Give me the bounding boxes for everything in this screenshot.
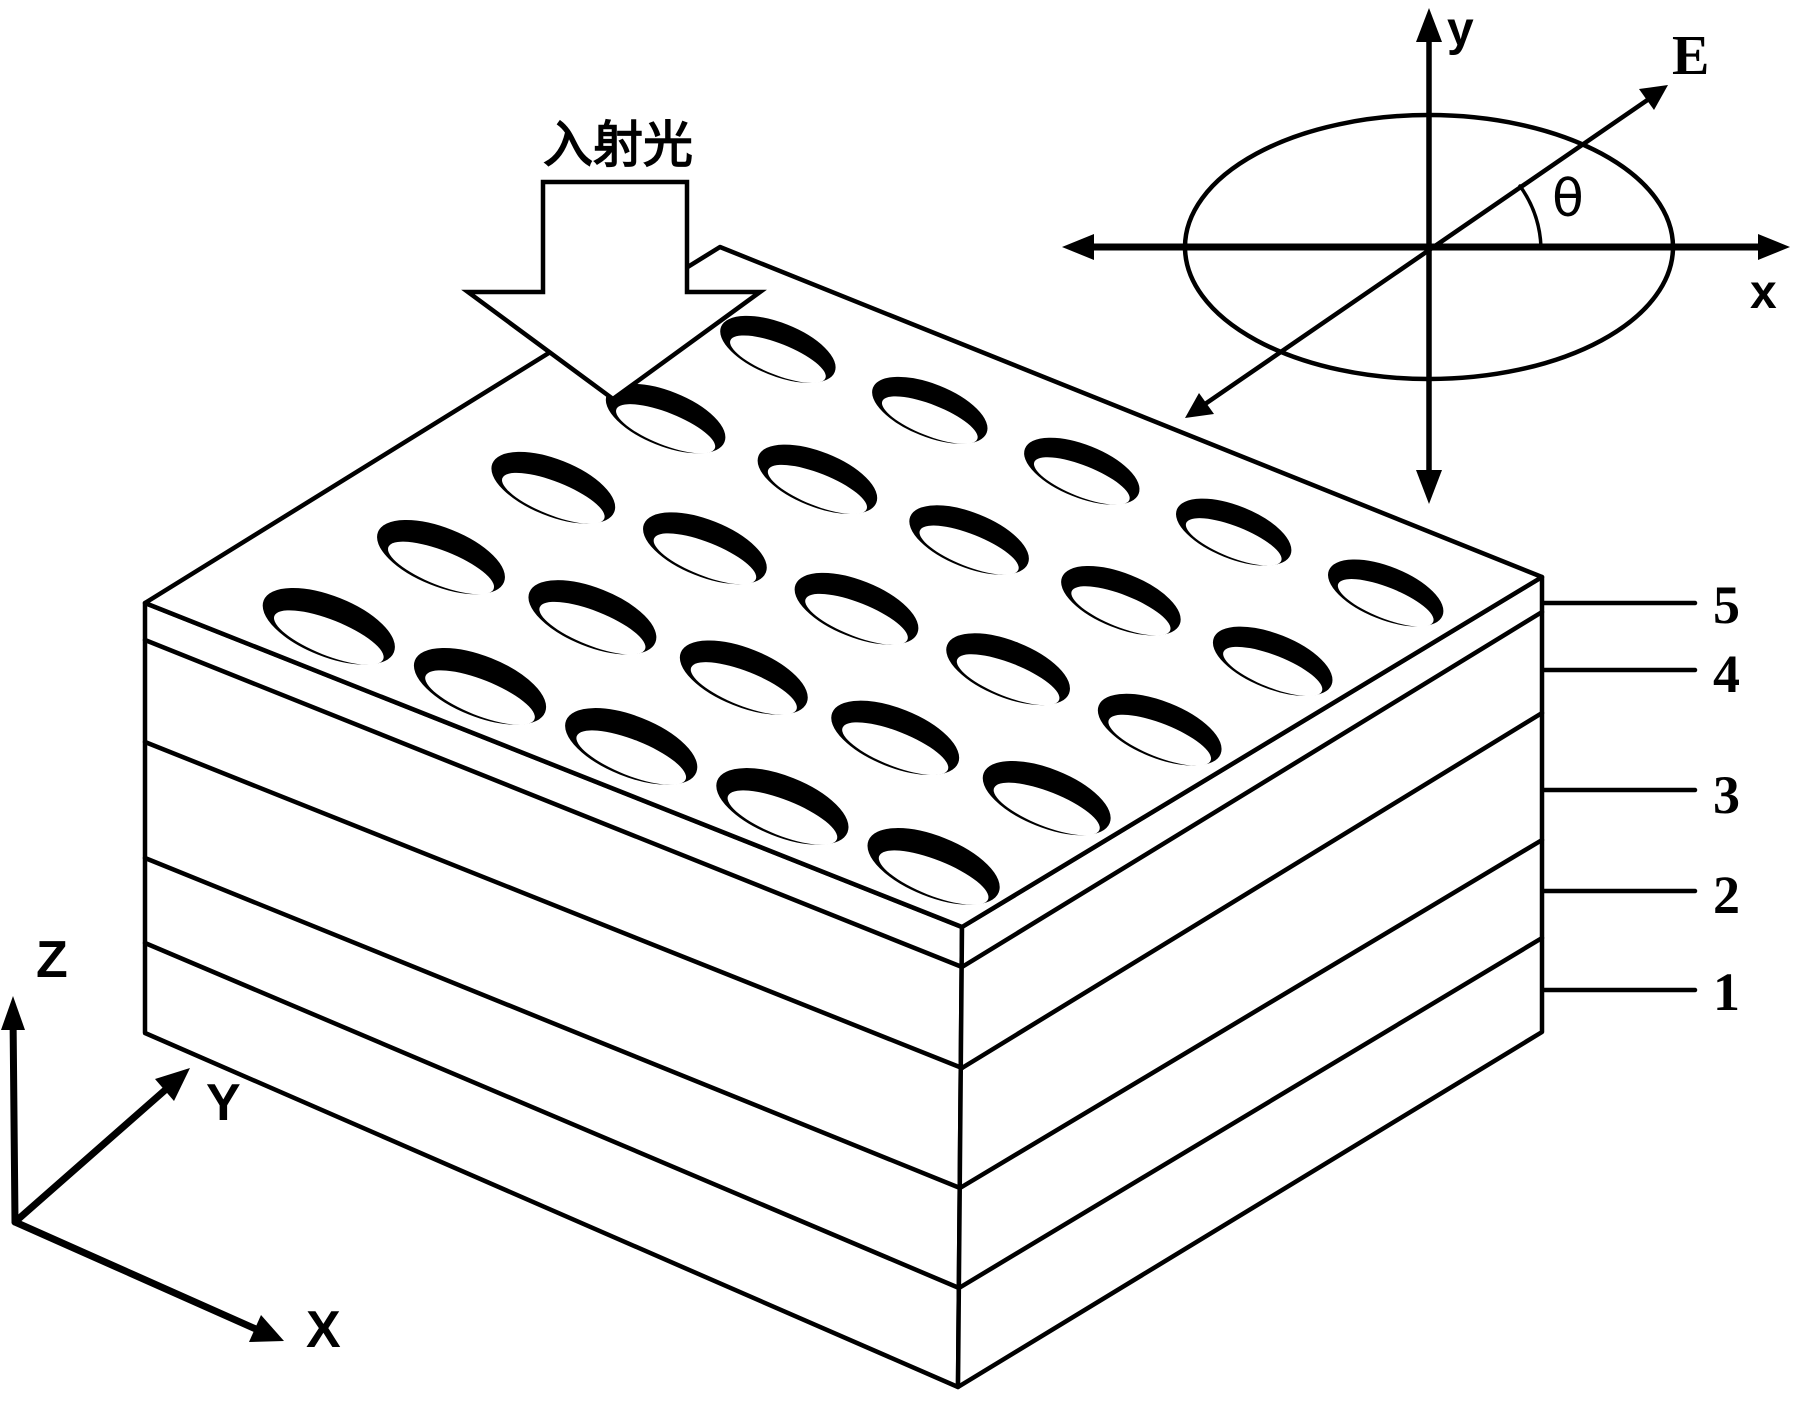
arrowhead-e-tail-icon [1185,393,1214,418]
hole-opening [881,396,978,444]
hole-ellipse [377,519,505,595]
arrowhead-left-icon [1062,234,1094,260]
hole-opening [1108,714,1212,766]
hole-ellipse [946,633,1070,706]
hole-ellipse [491,451,616,524]
e-vector-label: E [1672,25,1709,87]
hole-opening [993,782,1100,836]
hole-opening [1071,586,1171,636]
y-axis-line [11,1080,176,1226]
hole-opening [653,533,757,585]
hole-opening [919,525,1019,575]
layer-boundary-line [959,710,1545,1071]
hole-ellipse [716,768,849,845]
hole-ellipse [679,640,808,715]
hole-ellipse [1176,498,1292,566]
hole-ellipse [757,444,878,515]
arrowhead-down-icon [1416,470,1442,504]
layer-number-label: 1 [1713,962,1740,1022]
layer-boundary-line [142,940,962,1291]
hole-ellipse [867,828,1000,905]
hole-ellipse [605,383,726,454]
hole-ellipse [794,572,919,645]
layer-boundary-line [957,837,1545,1191]
incident-light-label: 入射光 [543,117,693,173]
e-vector-line [1189,87,1665,416]
arrowhead-e-tip-icon [1639,85,1668,110]
hole-opening [805,593,908,645]
hole-ellipse [528,580,657,655]
layer-number-label: 5 [1713,575,1740,635]
hole-ellipse [413,647,547,725]
x-axis-line [11,1218,262,1334]
hole-opening [1185,518,1282,566]
hole-ellipse [909,505,1029,575]
hole-ellipse [565,708,698,785]
hole-opening [1337,579,1434,627]
polarization-inset: y E x θ [1062,3,1790,504]
layer-boundary-line [142,855,963,1191]
hole-ellipse [720,315,836,384]
theta-label: θ [1552,169,1584,229]
layered-box [142,244,1545,1390]
hole-opening [616,404,716,454]
coordinate-triad: Z Y X [1,931,341,1359]
hole-opening [387,541,495,595]
layer-number-label: 3 [1713,765,1740,825]
hole-opening [842,722,949,776]
hole-array [262,315,1444,905]
z-axis-label: Z [36,931,68,989]
layer-callouts: 5 4 3 2 1 [1540,575,1740,1022]
hole-opening [1033,457,1130,505]
hole-opening [273,610,384,665]
y-axis-label: Y [206,1074,241,1132]
hole-ellipse [1097,693,1222,766]
hole-ellipse [982,760,1111,836]
layer-boundary-line [142,739,965,1071]
inset-x-axis-label: x [1750,266,1777,319]
arrowhead-y-icon [155,1068,190,1101]
hole-ellipse [643,512,767,585]
hole-opening [539,601,646,655]
hole-opening [767,464,867,515]
hole-ellipse [1061,566,1181,636]
layer-boundary-line [959,609,1545,970]
hole-opening [502,472,605,524]
x-axis-label: X [306,1301,341,1359]
hole-opening [956,654,1060,706]
layer-number-label: 2 [1713,865,1740,925]
hole-opening [878,850,989,905]
left-face-layer-lines [142,637,965,1291]
layer-boundary-line [956,935,1545,1291]
arrowhead-right-icon [1758,234,1790,260]
hole-ellipse [1024,437,1140,505]
hole-ellipse [831,700,960,776]
hole-opening [727,790,838,845]
arrowhead-x-icon [249,1315,284,1342]
hole-ellipse [1212,626,1333,697]
incident-light-arrow [461,179,767,402]
arrowhead-z-icon [1,996,25,1030]
hole-opening [425,670,535,725]
hole-ellipse [872,376,988,444]
hole-ellipse [262,587,395,665]
hole-opening [730,335,826,384]
layer-number-label: 4 [1713,644,1740,704]
hole-opening [576,730,687,785]
arrowhead-up-icon [1416,8,1442,42]
theta-arc [1518,184,1543,249]
hole-ellipse [1328,559,1444,627]
hole-opening [690,662,797,715]
right-face-layer-lines [956,609,1545,1291]
layer-boundary-line [142,637,965,970]
inset-y-axis-label: y [1447,3,1474,56]
hole-opening [1223,646,1323,697]
incident-light: 入射光 [461,117,767,402]
z-axis-line [9,1010,19,1226]
